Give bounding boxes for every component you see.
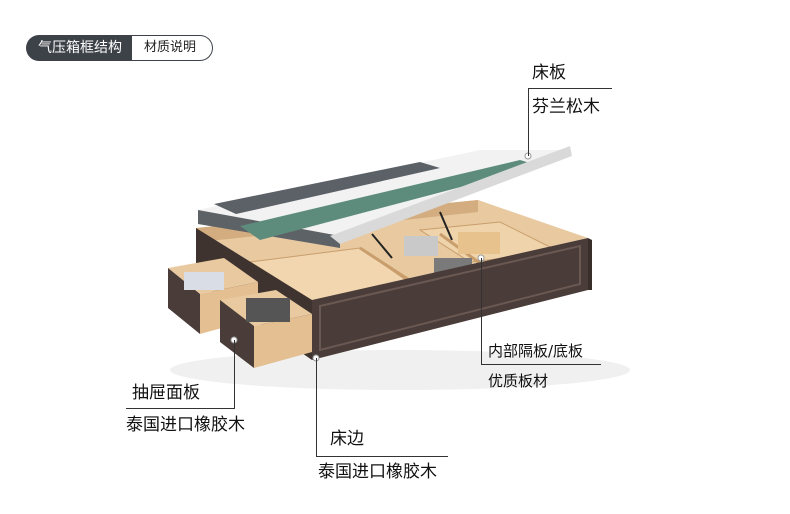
bed-side-panel <box>312 238 588 360</box>
throw-blanket <box>240 160 540 240</box>
stored-box-3 <box>458 232 500 254</box>
bed-side-frame <box>319 244 581 352</box>
gas-strut-1 <box>371 233 393 259</box>
floor-shadow <box>170 350 630 390</box>
stored-box-1 <box>404 236 438 256</box>
callout-bed-side-leader <box>316 358 317 456</box>
drawer-2-box <box>246 298 290 322</box>
callout-bed-side-name: 床边 <box>330 429 364 449</box>
drawer-1-clothes <box>184 272 224 290</box>
drawer-1-front <box>168 268 200 334</box>
callout-drawer-rule <box>126 408 235 409</box>
drawer-2-front <box>220 300 254 368</box>
callout-partition-leader <box>481 258 482 364</box>
gas-strut-2 <box>439 211 453 241</box>
callout-drawer-leader <box>234 340 235 408</box>
callout-bed-side-rule <box>316 456 448 457</box>
callout-bed-side-material: 泰国进口橡胶木 <box>318 462 437 482</box>
callout-bed-board-name: 床板 <box>532 63 566 83</box>
section-subtitle: 材质说明 <box>132 35 214 61</box>
callout-partition-name: 内部隔板/底板 <box>488 342 584 360</box>
bed-board <box>330 146 572 244</box>
callout-bed-board-rule <box>528 88 612 89</box>
callout-bed-board-leader <box>528 88 529 156</box>
callout-drawer-material: 泰国进口橡胶木 <box>126 415 245 435</box>
headboard-pillow <box>214 162 440 214</box>
drawer-2-side <box>254 314 312 368</box>
bed-end <box>588 238 592 290</box>
callout-partition-material: 优质板材 <box>488 372 549 390</box>
callout-bed-board-material: 芬兰松木 <box>532 97 600 117</box>
section-tag: 气压箱框结构 材质说明 <box>26 35 214 61</box>
callout-drawer-name: 抽屉面板 <box>132 383 200 403</box>
callout-partition-rule <box>481 364 601 365</box>
section-title: 气压箱框结构 <box>26 35 132 61</box>
